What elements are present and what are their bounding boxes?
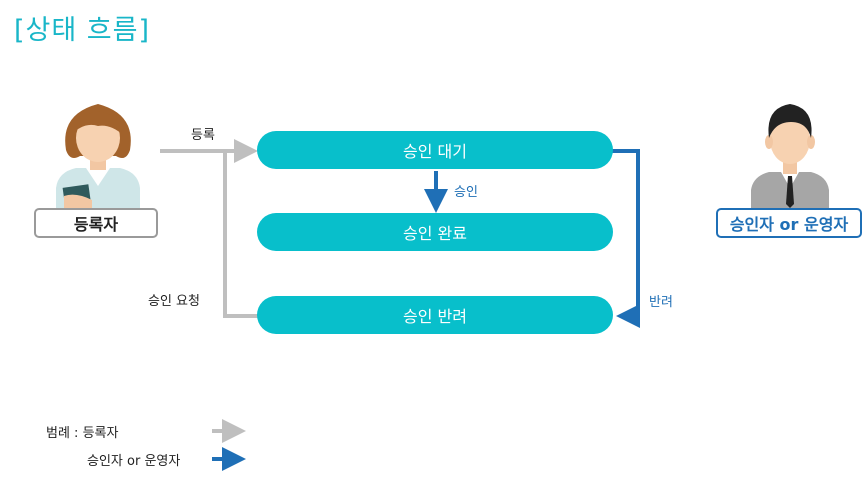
state-pending: 승인 대기: [257, 131, 613, 169]
registrant-avatar-icon: [56, 104, 140, 208]
page-title: [상태 흐름]: [14, 15, 151, 46]
reject-arrow: [612, 149, 640, 328]
label-reject: 반려: [649, 295, 673, 310]
legend-approver-label: 승인자 or 운영자: [87, 454, 181, 469]
approver-name-box: 승인자 or 운영자: [716, 208, 862, 238]
label-approve: 승인: [454, 185, 478, 200]
registrant-name-box: 등록자: [34, 208, 158, 238]
state-rejected: 승인 반려: [257, 296, 613, 334]
approver-avatar-icon: [751, 104, 829, 208]
legend-registrant-label: 범례 : 등록자: [46, 426, 119, 441]
request-arrow: [223, 151, 260, 318]
label-register: 등록: [191, 128, 215, 143]
state-approved: 승인 완료: [257, 213, 613, 251]
label-request: 승인 요청: [148, 294, 200, 309]
